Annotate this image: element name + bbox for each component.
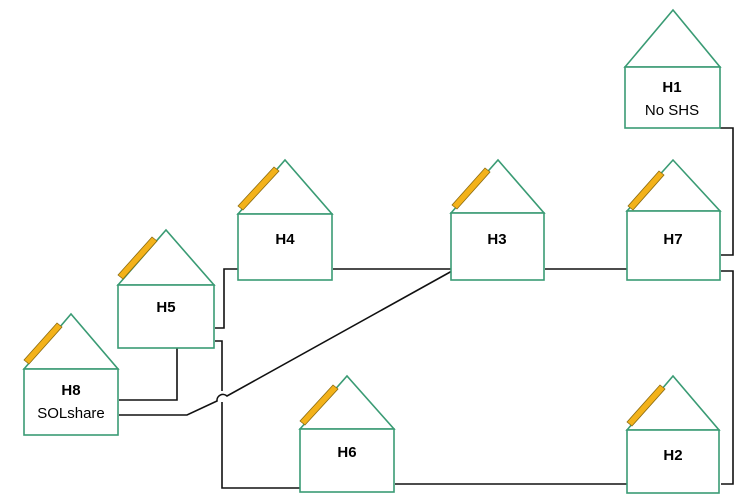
wire-layer — [119, 127, 734, 489]
house-roof — [116, 228, 216, 286]
wire-h8-h3 — [119, 270, 453, 416]
house-roof — [625, 374, 721, 431]
wire-h7-h2 — [721, 270, 734, 485]
house-body — [117, 284, 215, 349]
wire-h5-h6 — [215, 340, 300, 489]
house-roof — [236, 158, 334, 215]
house-h7: H7 — [625, 158, 722, 281]
house-roof — [22, 312, 120, 370]
house-h2: H2 — [625, 374, 721, 494]
house-label: H1 — [662, 79, 681, 96]
wire-h5-h4 — [215, 268, 238, 329]
house-label: H4 — [275, 231, 295, 248]
house-h5: H5 — [116, 228, 216, 349]
house-h3: H3 — [449, 158, 546, 281]
house-body — [626, 429, 720, 494]
house-label: H7 — [663, 231, 682, 248]
house-roof — [623, 8, 722, 68]
wire-h8-h5 — [119, 348, 178, 401]
house-body — [626, 210, 721, 281]
house-label: H3 — [487, 231, 506, 248]
house-body — [624, 66, 721, 129]
house-subtitle: SOLshare — [37, 405, 105, 422]
solar-panel-icon — [627, 170, 665, 211]
solar-panel-icon — [299, 384, 339, 426]
house-body — [23, 368, 119, 436]
solar-panel-icon — [117, 236, 158, 280]
house-label: H8 — [61, 382, 80, 399]
house-h8: H8 SOLshare — [22, 312, 120, 436]
house-h4: H4 — [236, 158, 334, 281]
house-roof — [449, 158, 546, 214]
house-label: H2 — [663, 447, 682, 464]
solar-panel-icon — [23, 322, 63, 365]
house-body — [450, 212, 545, 281]
house-body — [299, 428, 395, 493]
house-roof — [298, 374, 396, 430]
wire-h7-h1 — [720, 127, 734, 256]
solar-panel-icon — [237, 166, 280, 211]
solar-panel-icon — [451, 167, 491, 210]
house-subtitle: No SHS — [645, 102, 699, 119]
house-body — [237, 213, 333, 281]
house-roof — [625, 158, 722, 212]
house-h6: H6 — [298, 374, 396, 493]
house-h1: H1 No SHS — [623, 8, 722, 129]
house-label: H6 — [337, 444, 356, 461]
house-label: H5 — [156, 299, 175, 316]
solar-panel-icon — [626, 384, 666, 427]
